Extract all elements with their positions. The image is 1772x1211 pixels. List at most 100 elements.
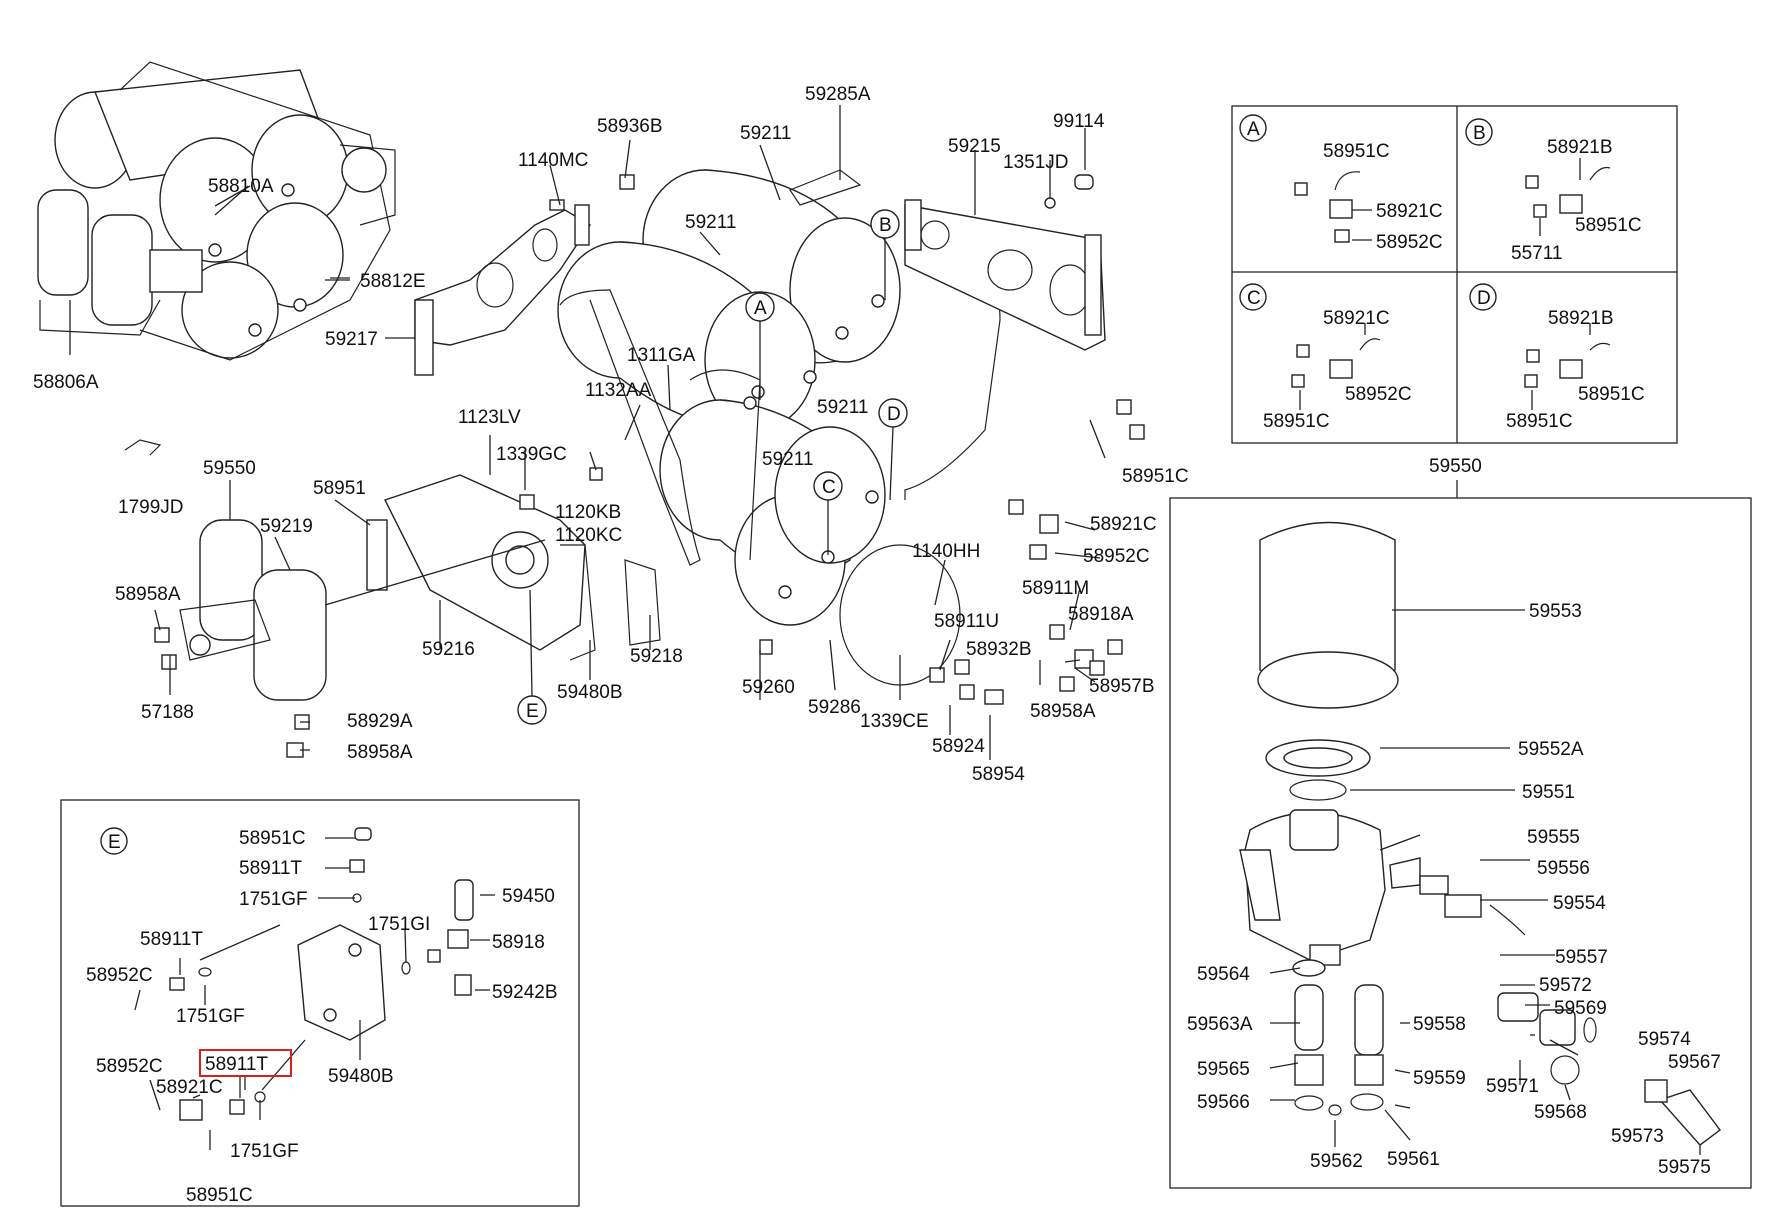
label-58952C-main: 58952C: [1083, 546, 1150, 567]
label-59572: 59572: [1539, 975, 1592, 996]
label-1339GC: 1339GC: [496, 444, 567, 465]
label-59562: 59562: [1310, 1151, 1363, 1172]
label-59550-small: 59550: [203, 458, 256, 479]
label-59211-b: 59211: [685, 212, 736, 233]
label-99114: 99114: [1053, 111, 1105, 132]
callout-e: E: [526, 701, 539, 722]
label-a-58951C: 58951C: [1323, 141, 1390, 162]
label-c-58951C: 58951C: [1263, 411, 1330, 432]
panel-letter-a: A: [1247, 119, 1260, 140]
panel-e: E 58951C 58911: [60, 799, 580, 1207]
label-59552A: 59552A: [1518, 739, 1584, 760]
label-58806A: 58806A: [33, 372, 99, 393]
label-57188: 57188: [141, 702, 194, 723]
label-58929A: 58929A: [347, 711, 413, 732]
label-59563A: 59563A: [1187, 1014, 1253, 1035]
panel-letter-c: C: [1247, 288, 1261, 309]
label-58932B: 58932B: [966, 639, 1032, 660]
label-e-58911T-b: 58911T: [140, 929, 203, 950]
label-58957B: 58957B: [1089, 676, 1155, 697]
label-1311GA: 1311GA: [627, 345, 696, 366]
label-59569: 59569: [1554, 998, 1607, 1019]
panel-letter-e: E: [108, 832, 121, 853]
label-59567: 59567: [1668, 1052, 1721, 1073]
label-59561: 59561: [1387, 1149, 1440, 1170]
callout-b: B: [879, 215, 892, 236]
label-1132AA: 1132AA: [585, 380, 652, 401]
fittings: [154, 174, 1145, 758]
label-59568: 59568: [1534, 1102, 1587, 1123]
bracket-59217: [385, 204, 591, 376]
label-59286: 59286: [808, 697, 861, 718]
label-59565: 59565: [1197, 1059, 1250, 1080]
label-58918A: 58918A: [1068, 604, 1134, 625]
label-e-58918: 58918: [492, 932, 545, 953]
label-a-58921C: 58921C: [1376, 201, 1443, 222]
label-e-58951C: 58951C: [239, 828, 306, 849]
label-59554: 59554: [1553, 893, 1606, 914]
label-58921C-main: 58921C: [1090, 514, 1157, 535]
label-e-58952C-a: 58952C: [86, 965, 153, 986]
label-a-58952C: 58952C: [1376, 232, 1443, 253]
label-e-58911T-highlighted[interactable]: 58911T: [205, 1054, 268, 1075]
label-59218: 59218: [630, 646, 683, 667]
label-e-58921C: 58921C: [156, 1077, 223, 1098]
label-59573: 59573: [1611, 1126, 1664, 1147]
label-59558: 59558: [1413, 1014, 1466, 1035]
label-e-1751GF-b: 1751GF: [176, 1006, 245, 1027]
label-1351JD: 1351JD: [1003, 152, 1069, 173]
callout-c: C: [822, 477, 836, 498]
callout-d: D: [887, 404, 901, 425]
callouts: [517, 209, 908, 725]
panel-abcd: A B C D 58951C 58921C 58952C 58921B 5895…: [1231, 105, 1678, 444]
label-c-58952C: 58952C: [1345, 384, 1412, 405]
label-59574: 59574: [1638, 1029, 1691, 1050]
label-e-58951C-b: 58951C: [186, 1185, 253, 1206]
label-59564: 59564: [1197, 964, 1250, 985]
label-e-1751GI: 1751GI: [368, 914, 430, 935]
label-1120KC: 1120KC: [555, 525, 622, 546]
label-e-1751GF-a: 1751GF: [239, 889, 308, 910]
label-59556: 59556: [1537, 858, 1590, 879]
label-59211-d: 59211: [762, 449, 813, 470]
label-58958A-c: 58958A: [1030, 701, 1096, 722]
label-b-58951C: 58951C: [1575, 215, 1642, 236]
leader-lines: [154, 105, 1106, 760]
label-59571: 59571: [1486, 1076, 1539, 1097]
label-58936B: 58936B: [597, 116, 663, 137]
highlight-box-58911T[interactable]: [199, 1049, 292, 1077]
label-b-58921B: 58921B: [1547, 137, 1613, 158]
label-58951C-main: 58951C: [1122, 466, 1189, 487]
label-59211-a: 59211: [740, 123, 791, 144]
label-59219: 59219: [260, 516, 313, 537]
label-58911M: 58911M: [1022, 578, 1089, 599]
label-59575: 59575: [1658, 1157, 1711, 1178]
label-58958A-b: 58958A: [347, 742, 413, 763]
label-58911U: 58911U: [934, 611, 999, 632]
label-1123LV: 1123LV: [458, 407, 521, 428]
label-59553: 59553: [1529, 601, 1582, 622]
bracket-59215: [904, 199, 1106, 351]
air-tank-assembly-left: [37, 61, 396, 361]
label-e-1751GF-c: 1751GF: [230, 1141, 299, 1162]
label-e-58911T-a: 58911T: [239, 858, 302, 879]
label-58810A: 58810A: [208, 176, 274, 197]
panel-letter-d: D: [1477, 288, 1491, 309]
label-d-58921B: 58921B: [1548, 308, 1614, 329]
label-58951: 58951: [313, 478, 366, 499]
label-59550-panel: 59550: [1429, 456, 1482, 477]
label-59557: 59557: [1555, 947, 1608, 968]
label-1799JD: 1799JD: [118, 497, 184, 518]
label-1140MC: 1140MC: [518, 150, 588, 171]
label-1120KB: 1120KB: [555, 502, 621, 523]
bracket-58951: [366, 474, 661, 661]
label-59285A: 59285A: [805, 84, 871, 105]
panel-letter-b: B: [1473, 123, 1486, 144]
label-59559: 59559: [1413, 1068, 1466, 1089]
label-58812E: 58812E: [360, 271, 426, 292]
air-dryer-small: [124, 439, 546, 701]
label-b-55711: 55711: [1511, 243, 1562, 264]
label-e-59450: 59450: [502, 886, 555, 907]
label-59260: 59260: [742, 677, 795, 698]
